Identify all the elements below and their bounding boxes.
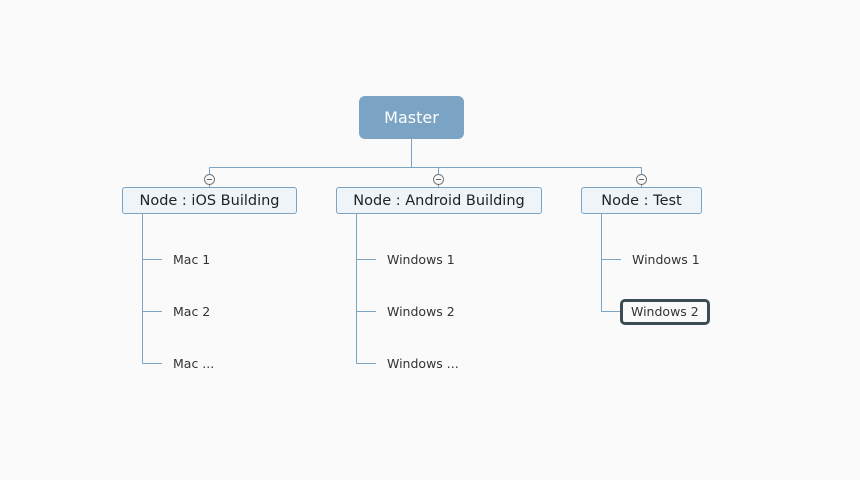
leaf-node[interactable]: Windows ...: [387, 356, 459, 371]
collapse-toggle-icon[interactable]: [636, 174, 647, 185]
leaf-node[interactable]: Mac 1: [173, 252, 211, 267]
root-node-master[interactable]: Master: [359, 96, 464, 139]
branch-node-ios-building[interactable]: Node : iOS Building: [122, 187, 297, 214]
branch-node-android-building[interactable]: Node : Android Building: [336, 187, 542, 214]
leaf-node[interactable]: Windows 2: [387, 304, 455, 319]
collapse-toggle-icon[interactable]: [204, 174, 215, 185]
collapse-toggle-icon[interactable]: [433, 174, 444, 185]
leaf-node[interactable]: Windows 1: [632, 252, 700, 267]
leaf-node-selected[interactable]: Windows 2: [620, 299, 710, 325]
leaf-node[interactable]: Mac 2: [173, 304, 211, 319]
leaf-node[interactable]: Windows 1: [387, 252, 455, 267]
leaf-node[interactable]: Mac ...: [173, 356, 215, 371]
branch-node-test[interactable]: Node : Test: [581, 187, 702, 214]
